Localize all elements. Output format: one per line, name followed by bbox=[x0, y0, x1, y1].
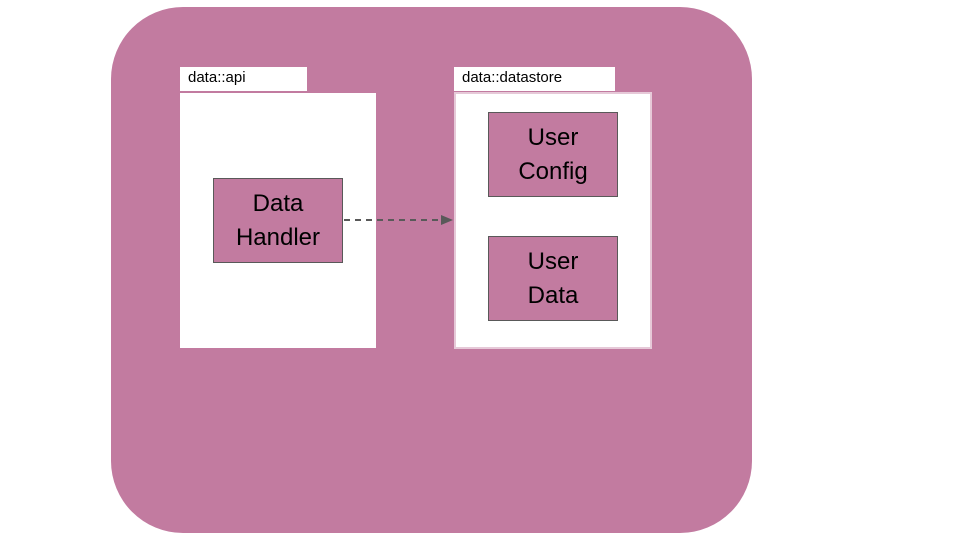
package-tab-api: data::api bbox=[180, 67, 307, 91]
component-label-line: Data bbox=[252, 189, 304, 217]
component-label-line: Config bbox=[518, 157, 588, 185]
component-data-handler: Data Handler bbox=[213, 178, 343, 263]
component-label-line: Handler bbox=[235, 223, 321, 251]
component-label-line: Data bbox=[527, 281, 579, 309]
component-label-line: User bbox=[527, 247, 579, 275]
component-user-data: User Data bbox=[488, 236, 618, 321]
component-user-config: User Config bbox=[488, 112, 618, 197]
package-tab-datastore: data::datastore bbox=[454, 67, 615, 91]
package-label-api: data::api bbox=[188, 69, 246, 86]
package-label-datastore: data::datastore bbox=[462, 69, 563, 86]
component-label-line: User bbox=[527, 123, 579, 151]
